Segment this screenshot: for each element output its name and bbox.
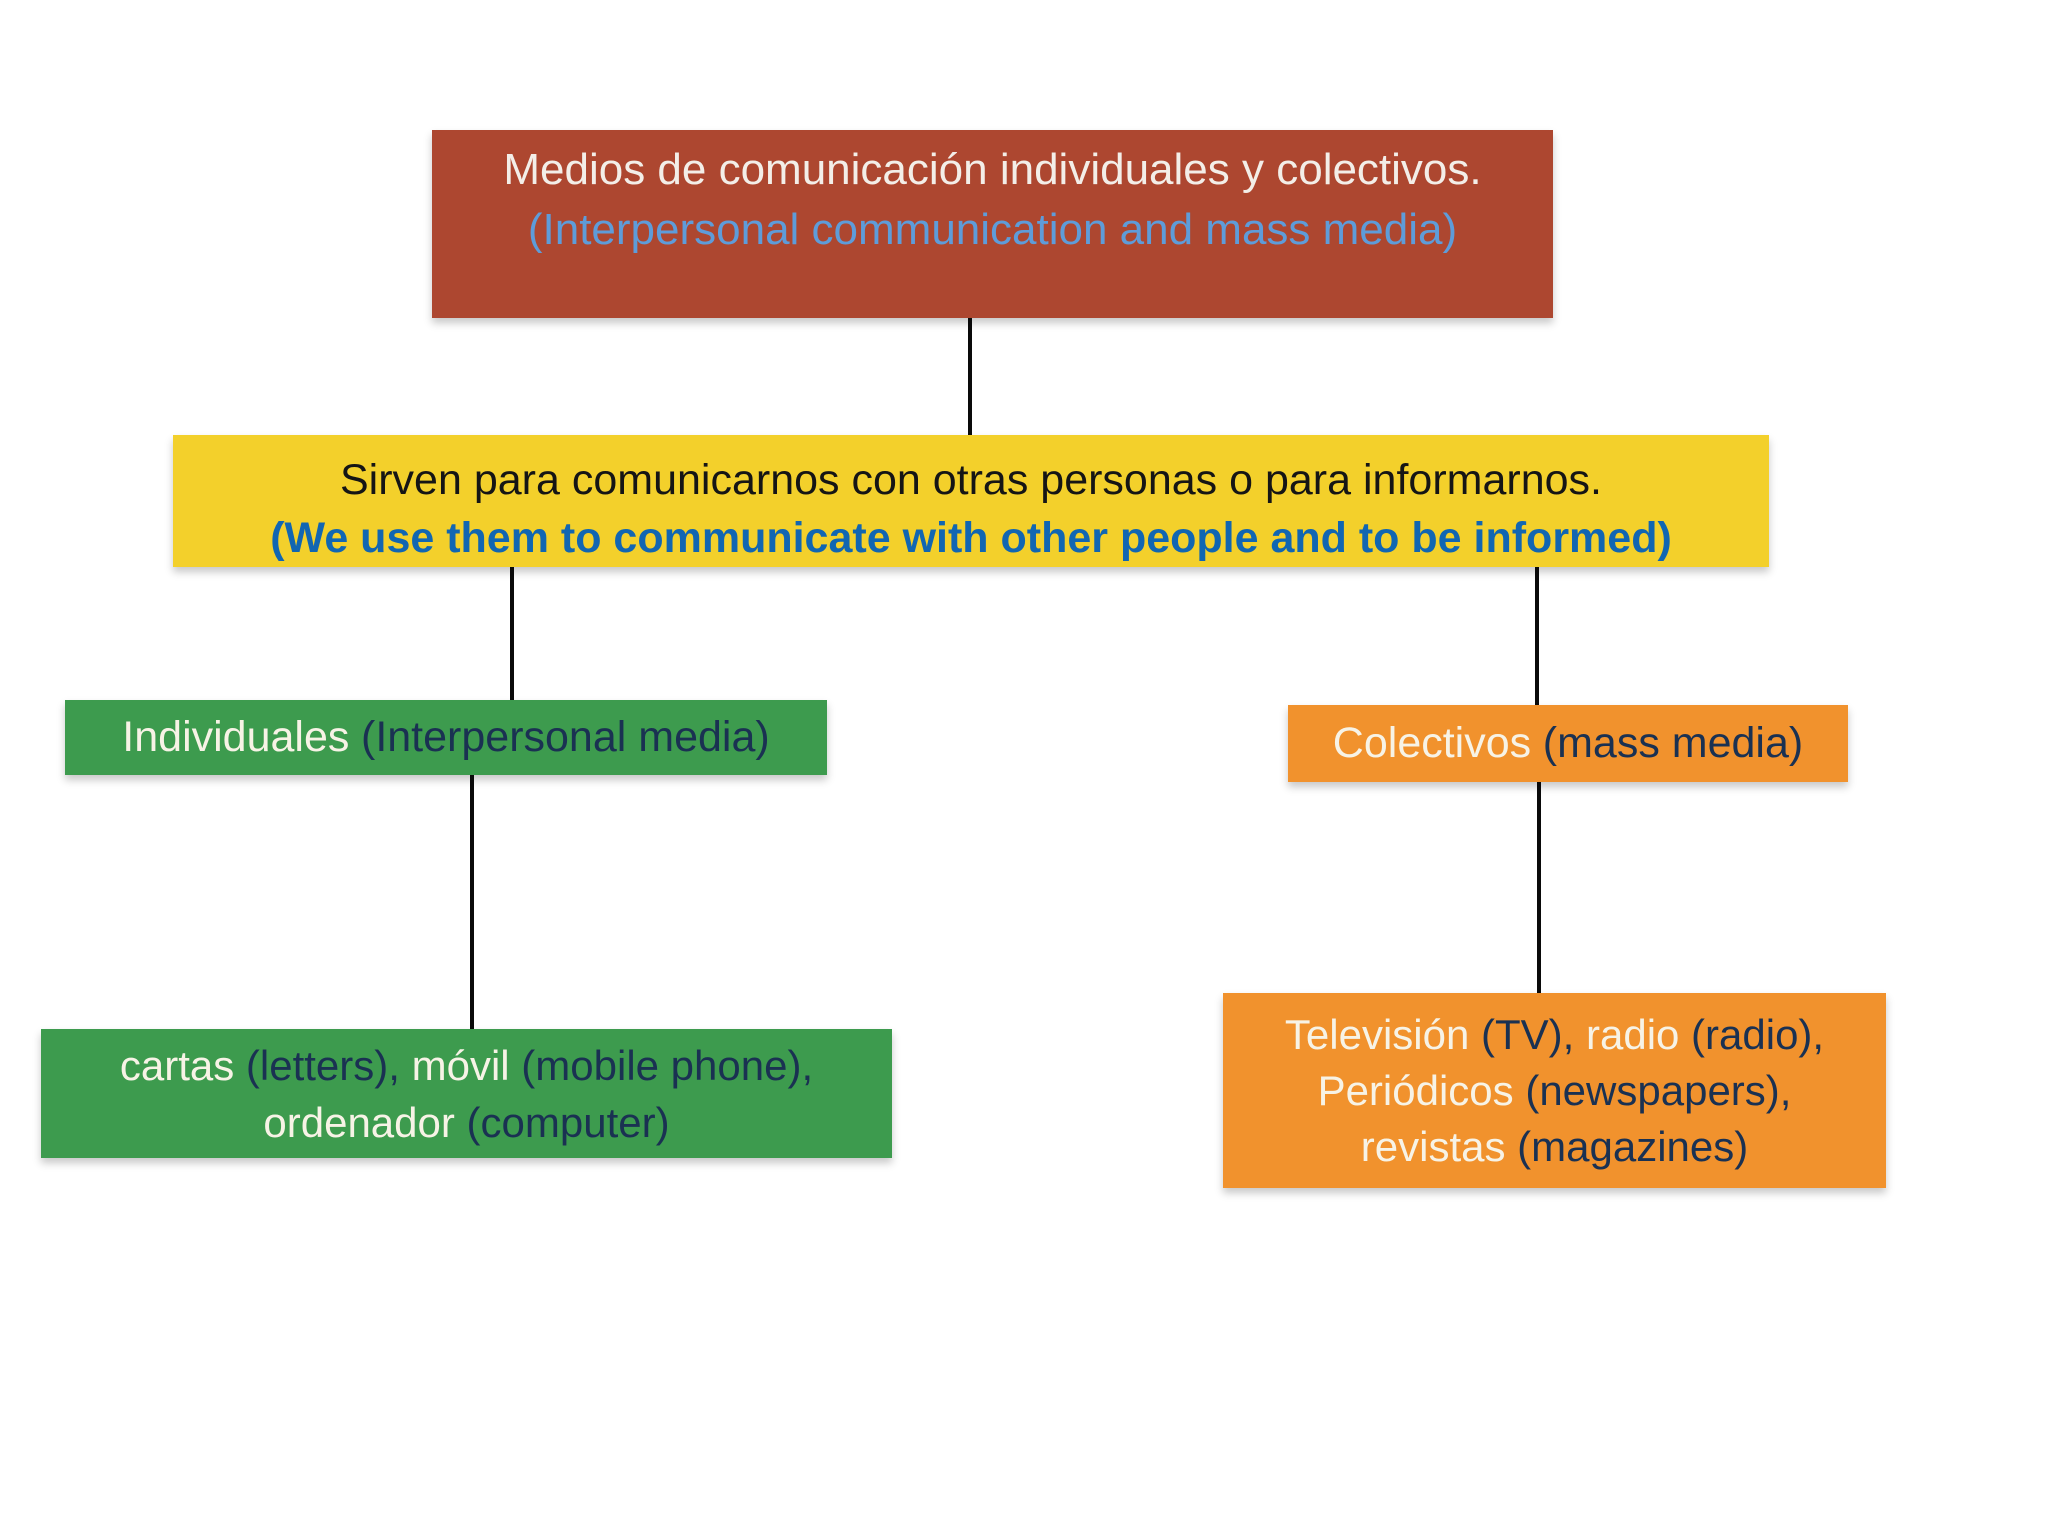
individuales-examples-line-2: ordenador (computer) (263, 1094, 669, 1151)
root-title-spanish: Medios de comunicación individuales y co… (503, 145, 1482, 194)
connector-purpose-to-colectivos (1535, 567, 1539, 705)
text-segment: cartas (119, 1041, 246, 1089)
colectivos-examples-line-2: Periódicos (newspapers), (1318, 1063, 1792, 1119)
text-segment: (magazines) (1517, 1122, 1749, 1170)
colectivos-label: Colectivos(mass media) (1333, 719, 1803, 768)
text-segment: Televisión (1284, 1010, 1481, 1058)
text-segment: móvil (411, 1041, 522, 1089)
text-segment: Periódicos (1317, 1066, 1526, 1114)
individuales-label-spanish: Individuales (122, 713, 350, 761)
individuales-label-english: (Interpersonal media) (361, 713, 770, 761)
colectivos-label-spanish: Colectivos (1332, 719, 1532, 767)
individuales-node: Individuales(Interpersonal media) (65, 700, 827, 775)
individuales-examples-line-1: cartas (letters), móvil (mobile phone), (120, 1037, 813, 1094)
connector-colectivos-to-examples (1537, 782, 1541, 993)
connector-individuales-to-examples (470, 775, 474, 1029)
purpose-node: Sirven para comunicarnos con otras perso… (173, 435, 1769, 567)
text-segment: (radio), (1691, 1010, 1825, 1058)
text-segment: (mobile phone), (521, 1041, 814, 1089)
connector-root-to-purpose (968, 318, 972, 435)
colectivos-label-english: (mass media) (1542, 719, 1804, 767)
root-node-media-types: Medios de comunicación individuales y co… (432, 130, 1553, 318)
colectivos-node: Colectivos(mass media) (1288, 705, 1848, 782)
connector-purpose-to-individuales (510, 567, 514, 700)
text-segment: (computer) (466, 1098, 670, 1146)
purpose-text-english: (We use them to communicate with other p… (270, 514, 1672, 562)
text-segment: ordenador (263, 1098, 467, 1146)
text-segment: radio (1585, 1010, 1692, 1058)
colectivos-examples-line-1: Televisión (TV), radio (radio), (1285, 1007, 1824, 1063)
colectivos-examples-line-3: revistas (magazines) (1361, 1119, 1748, 1175)
text-segment: (TV), (1481, 1010, 1586, 1058)
purpose-text-spanish: Sirven para comunicarnos con otras perso… (340, 456, 1602, 504)
individuales-label: Individuales(Interpersonal media) (122, 713, 769, 762)
text-segment: (newspapers), (1525, 1066, 1792, 1114)
root-title-english: (Interpersonal communication and mass me… (527, 205, 1458, 254)
individuales-examples-node: cartas (letters), móvil (mobile phone), … (41, 1029, 892, 1158)
text-segment: (letters), (245, 1041, 412, 1089)
colectivos-examples-node: Televisión (TV), radio (radio), Periódic… (1223, 993, 1886, 1188)
text-segment: revistas (1360, 1122, 1518, 1170)
